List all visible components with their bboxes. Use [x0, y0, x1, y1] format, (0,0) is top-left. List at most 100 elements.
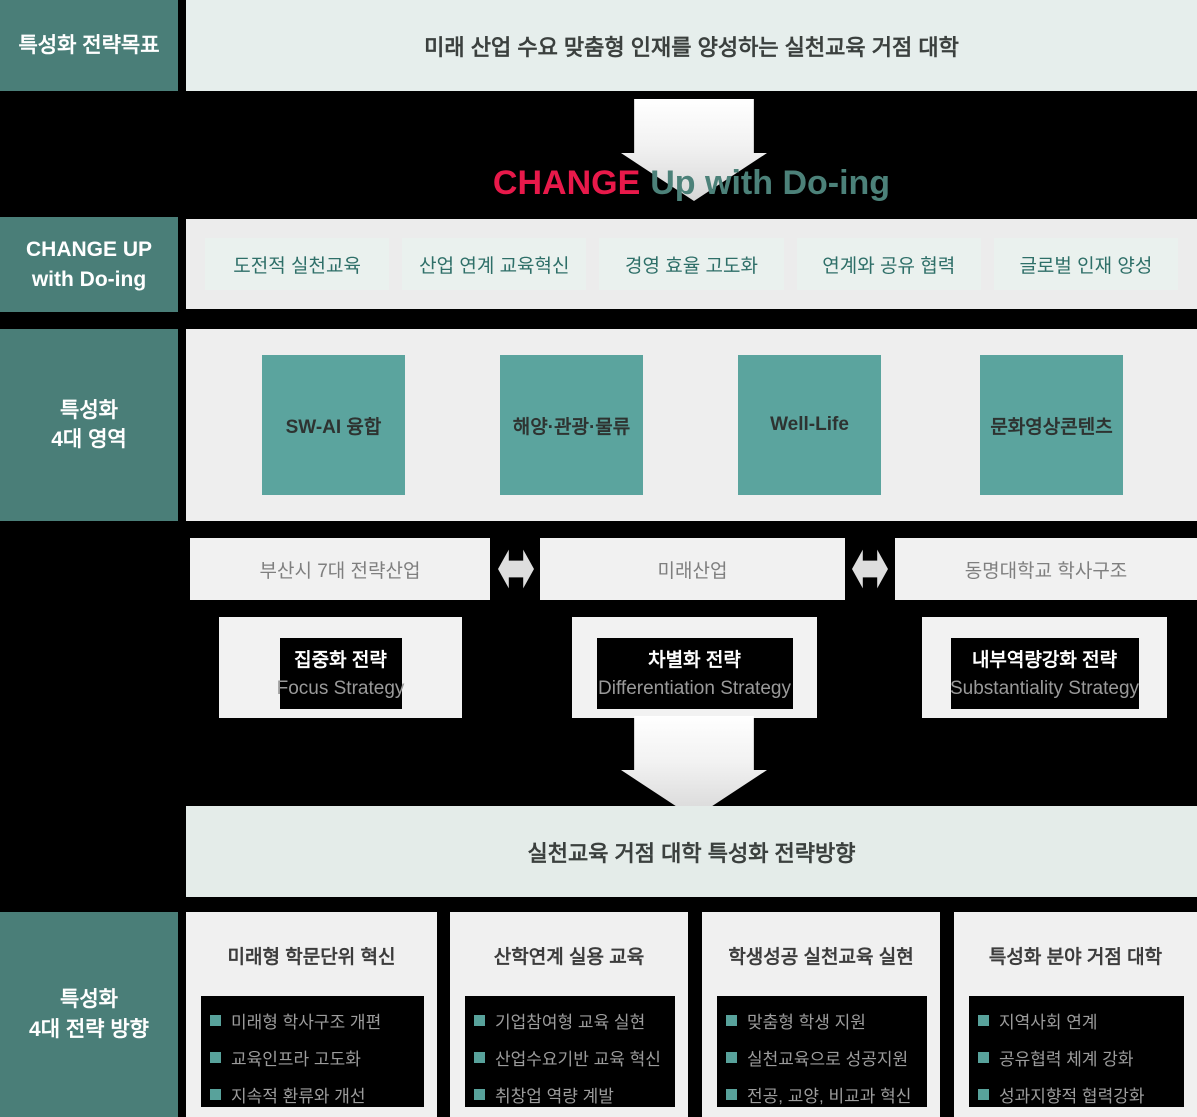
direction-column-title: 산학연계 실용 교육	[493, 947, 645, 968]
area-box: 해양·관광·물류	[500, 355, 643, 495]
direction-column: 학생성공 실천교육 실현 맞춤형 학생 지원 실천교육으로 성공지원 전공, 교…	[702, 912, 940, 1117]
strategy-english: Differentiation Strategy	[598, 678, 791, 699]
changeup-item-text: 글로벌 인재 양성	[1019, 255, 1153, 277]
changeup-item-text: 경영 효율 고도화	[625, 255, 758, 277]
mapping-box: 동명대학교 학사구조	[895, 538, 1197, 600]
direction-column: 산학연계 실용 교육 기업참여형 교육 실현 산업수요기반 교육 혁신 취창업 …	[450, 912, 688, 1117]
changeup-item: 연계와 공유 협력	[796, 238, 981, 290]
bullet-text: 지역사회 연계	[999, 1013, 1098, 1032]
strategy-highlight-patch: 집중화 전략 Focus Strategy	[276, 638, 405, 709]
bullet-square-icon	[474, 1089, 485, 1100]
bullet-item: 산업수요기반 교육 혁신	[474, 1039, 684, 1076]
bullet-square-icon	[474, 1052, 485, 1063]
changeup-items-row: 도전적 실천교육 산업 연계 교육혁신 경영 효율 고도화 연계와 공유 협력 …	[186, 219, 1197, 309]
area-box-text: SW-AI 융합	[285, 416, 382, 438]
bullet-item: 지역사회 연계	[978, 1002, 1193, 1039]
slogan-rest: Up with Do-ing	[650, 164, 891, 202]
sidebar-directions-line1: 특성화	[60, 988, 118, 1012]
sidebar-changeup-label: CHANGE UP with Do-ing	[0, 217, 178, 312]
down-arrow-icon	[621, 716, 767, 818]
bullets-highlight-patch	[969, 996, 1184, 1107]
slogan-highlight: CHANGE	[492, 164, 641, 202]
bullet-square-icon	[210, 1052, 221, 1063]
bullet-item: 취창업 역량 계발	[474, 1076, 684, 1113]
bullet-square-icon	[726, 1089, 737, 1100]
bullet-list: 미래형 학사구조 개편 교육인프라 고도화 지속적 환류와 개선	[210, 1002, 433, 1113]
bullet-text: 실천교육으로 성공지원	[747, 1050, 909, 1069]
bullet-text: 공유협력 체계 강화	[999, 1050, 1134, 1069]
bullet-square-icon	[726, 1015, 737, 1026]
changeup-item: 글로벌 인재 양성	[993, 238, 1179, 290]
bullet-item: 미래형 학사구조 개편	[210, 1002, 433, 1039]
changeup-item-text: 연계와 공유 협력	[822, 255, 956, 277]
bullet-square-icon	[474, 1015, 485, 1026]
double-arrow-icon	[498, 549, 534, 589]
bullet-square-icon	[978, 1089, 989, 1100]
direction-column: 특성화 분야 거점 대학 지역사회 연계 공유협력 체계 강화 성과지향적 협력…	[954, 912, 1197, 1117]
bullet-text: 교육인프라 고도화	[231, 1050, 361, 1069]
area-box: 문화영상콘텐츠	[980, 355, 1123, 495]
mapping-box-text: 미래산업	[657, 560, 728, 582]
sidebar-directions-label: 특성화 4대 전략 방향	[0, 912, 178, 1117]
specialization-areas-row: SW-AI 융합 해양·관광·물류 Well-Life 문화영상콘텐츠	[186, 329, 1197, 521]
sidebar-goal-text: 특성화 전략목표	[18, 33, 160, 57]
sidebar-areas-line2: 4대 영역	[51, 428, 127, 451]
bullet-text: 산업수요기반 교육 혁신	[495, 1050, 661, 1069]
strategy-box: 내부역량강화 전략 Substantiality Strategy	[922, 617, 1167, 718]
goal-statement-text: 미래 산업 수요 맞춤형 인재를 양성하는 실천교육 거점 대학	[424, 34, 959, 60]
area-box-text: 문화영상콘텐츠	[990, 416, 1113, 438]
bullet-list: 지역사회 연계 공유협력 체계 강화 성과지향적 협력강화	[978, 1002, 1193, 1113]
bullet-item: 공유협력 체계 강화	[978, 1039, 1193, 1076]
bullets-highlight-patch	[201, 996, 424, 1107]
bullet-item: 지속적 환류와 개선	[210, 1076, 433, 1113]
bullet-square-icon	[978, 1052, 989, 1063]
strategy-box: 집중화 전략 Focus Strategy	[219, 617, 462, 718]
bullets-highlight-patch	[717, 996, 927, 1107]
strategy-english: Substantiality Strategy	[949, 678, 1140, 699]
sidebar-directions-line2: 4대 전략 방향	[29, 1017, 149, 1041]
bullet-square-icon	[210, 1015, 221, 1026]
bullet-text: 지속적 환류와 개선	[231, 1087, 366, 1106]
strategy-english: Focus Strategy	[276, 678, 405, 699]
sidebar-areas-line1: 특성화	[60, 398, 118, 422]
bullet-item: 기업참여형 교육 실현	[474, 1002, 684, 1039]
bullet-text: 기업참여형 교육 실현	[495, 1013, 646, 1032]
bullet-list: 맞춤형 학생 지원 실천교육으로 성공지원 전공, 교양, 비교과 혁신	[726, 1002, 936, 1113]
bullet-item: 교육인프라 고도화	[210, 1039, 433, 1076]
direction-column-title: 학생성공 실천교육 실현	[728, 947, 914, 968]
changeup-item-text: 도전적 실천교육	[233, 255, 361, 277]
bullet-square-icon	[978, 1015, 989, 1026]
bullet-text: 전공, 교양, 비교과 혁신	[747, 1087, 912, 1106]
bullet-item: 실천교육으로 성공지원	[726, 1039, 936, 1076]
direction-column-title: 특성화 분야 거점 대학	[988, 947, 1163, 968]
sidebar-areas-label: 특성화 4대 영역	[0, 329, 178, 521]
bullets-highlight-patch	[465, 996, 675, 1107]
bullet-item: 성과지향적 협력강화	[978, 1076, 1193, 1113]
bullet-list: 기업참여형 교육 실현 산업수요기반 교육 혁신 취창업 역량 계발	[474, 1002, 684, 1113]
double-arrow-icon	[852, 549, 888, 589]
mapping-box-text: 부산시 7대 전략산업	[259, 560, 421, 582]
changeup-item-text: 산업 연계 교육혁신	[419, 255, 570, 277]
bullet-text: 성과지향적 협력강화	[999, 1087, 1145, 1106]
bullet-item: 맞춤형 학생 지원	[726, 1002, 936, 1039]
direction-title-text: 실천교육 거점 대학 특성화 전략방향	[527, 840, 856, 866]
direction-column: 미래형 학문단위 혁신 미래형 학사구조 개편 교육인프라 고도화 지속적 환류…	[186, 912, 437, 1117]
area-box-text: 해양·관광·물류	[512, 416, 631, 438]
mapping-box: 미래산업	[540, 538, 845, 600]
strategy-highlight-patch: 내부역량강화 전략 Substantiality Strategy	[949, 638, 1140, 709]
area-box: SW-AI 융합	[262, 355, 405, 495]
bullet-square-icon	[210, 1089, 221, 1100]
strategy-box: 차별화 전략 Differentiation Strategy	[572, 617, 817, 718]
mapping-box-text: 동명대학교 학사구조	[964, 560, 1128, 582]
bullet-item: 전공, 교양, 비교과 혁신	[726, 1076, 936, 1113]
direction-column-title: 미래형 학문단위 혁신	[227, 947, 396, 968]
strategy-korean: 내부역량강화 전략	[971, 650, 1118, 671]
bullet-text: 미래형 학사구조 개편	[231, 1013, 382, 1032]
changeup-item: 도전적 실천교육	[205, 238, 390, 290]
goal-statement-bar: 미래 산업 수요 맞춤형 인재를 양성하는 실천교육 거점 대학	[186, 0, 1197, 91]
sidebar-changeup-line1: CHANGE UP	[25, 238, 152, 262]
direction-title-bar: 실천교육 거점 대학 특성화 전략방향	[186, 806, 1197, 897]
bullet-text: 맞춤형 학생 지원	[747, 1013, 866, 1032]
